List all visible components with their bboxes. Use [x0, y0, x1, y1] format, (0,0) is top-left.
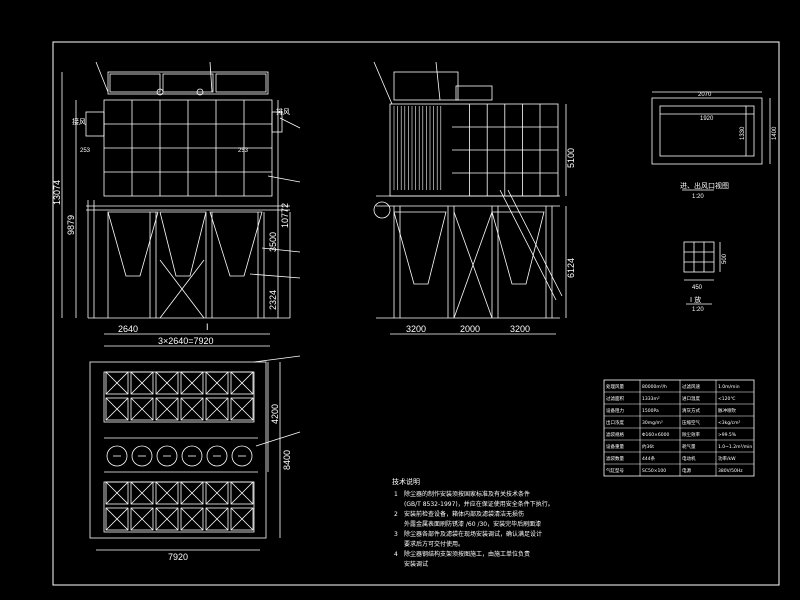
spec-cell: 压缩空气 [682, 419, 700, 426]
top-dim-width: 7920 [168, 552, 188, 562]
dim-bottom-total: 3×2640=7920 [158, 336, 214, 346]
spec-cell: 设备重量 [606, 443, 624, 450]
spec-cell: 除尘效率 [682, 431, 700, 438]
top-view [89, 355, 301, 551]
detail-a-outer: 2070 [698, 92, 712, 98]
spec-cell: >99.5% [718, 432, 737, 438]
dim-253-left: 253 [80, 148, 91, 154]
dim-right-2324: 2324 [268, 290, 278, 310]
side-dim-left: 3200 [406, 324, 426, 334]
note-number: 2 [394, 511, 398, 518]
drawing-border [52, 41, 780, 586]
spec-cell: 过滤面积 [606, 395, 624, 402]
detail-a [651, 91, 771, 191]
note-text: (GB/T 8532-1997)，并应在保证使用安全条件下执行。 [404, 500, 554, 508]
spec-cell: 1333m² [642, 396, 660, 402]
note-text: 除尘器各部件及滤袋在现场安装调试，确认满足设计 [404, 530, 542, 538]
spec-cell: 清灰方式 [682, 407, 700, 414]
section-mark-i: I [206, 322, 209, 332]
front-view-text: 接风 排风 253 253 13074 9879 10772 3500 2324… [52, 107, 290, 346]
spec-cell: 380V/50Hz [718, 468, 743, 474]
note-text: 安装前检查设备，箱体内部及滤袋清洁无损伤 [404, 510, 524, 518]
spec-cell: 脉冲喷吹 [718, 407, 736, 414]
front-view [61, 61, 301, 347]
side-view-text: 3200 2000 3200 5100 6124 [406, 148, 576, 334]
dim-height-mid: 9879 [66, 215, 76, 235]
top-dim-total: 8400 [282, 450, 292, 470]
detail-a-side-inner: 1330 [740, 126, 746, 140]
spec-cell: 过滤风速 [682, 383, 700, 390]
top-dim-upper: 4200 [270, 404, 280, 424]
note-text: 除尘器钢结构支架须按图施工，由施工单位负责 [404, 550, 530, 558]
detail-a-inner: 1920 [700, 116, 714, 122]
dim-bottom-2640: 2640 [118, 324, 138, 334]
top-view-text: 7920 4200 8400 [168, 404, 292, 562]
spec-cell: 1.0~1.2m³/min [718, 444, 752, 450]
detail-b-side: 500 [722, 253, 728, 264]
side-dim-upper: 5100 [566, 148, 576, 168]
note-text: 安装调试 [404, 560, 428, 568]
spec-cell: 80000m³/h [642, 384, 667, 390]
spec-cell: <120℃ [718, 396, 735, 402]
spec-cell: 电动机 [682, 455, 696, 462]
spec-cell: 耗气量 [682, 443, 696, 450]
detail-b-text: 500 450 I 放 1:20 [690, 253, 728, 313]
spec-cell: 出口浓度 [606, 419, 624, 426]
dim-right-10772: 10772 [280, 203, 290, 228]
spec-cell: 444条 [642, 455, 656, 462]
detail-a-scale: 1:20 [692, 194, 704, 200]
note-number: 4 [394, 551, 398, 558]
spec-cell: 1500Pa [642, 408, 659, 414]
spec-cell: SC50×100 [642, 468, 666, 474]
dim-253-right: 253 [238, 148, 249, 154]
note-text: 要求后方可交付使用。 [404, 540, 464, 548]
dim-right-3500: 3500 [268, 232, 278, 252]
detail-b-scale: 1:20 [692, 307, 704, 313]
note-text: 除尘器的制作安装须按国家标准及有关技术条件 [404, 490, 530, 498]
spec-cell: 电源 [682, 467, 691, 474]
side-view [373, 61, 567, 335]
outlet-label: 排风 [276, 107, 290, 116]
spec-cell: Φ160×6000 [642, 432, 669, 438]
note-number: 1 [394, 491, 398, 498]
spec-cell: 滤袋规格 [606, 431, 624, 438]
spec-cell: <3kg/cm² [718, 420, 740, 426]
spec-table: 处理风量 80000m³/h 过滤风速 1.0m/min 过滤面积 1333m² 进口温度 <… [603, 379, 755, 477]
spec-cell: 30mg/m³ [642, 420, 663, 426]
dim-height-total: 13074 [52, 180, 62, 205]
side-dim-right: 3200 [510, 324, 530, 334]
side-dim-lower: 6124 [566, 258, 576, 278]
detail-a-text: 2070 1920 1330 1400 进、出风口视图 1:20 [680, 92, 778, 200]
spec-cell: 1.0m/min [718, 384, 740, 390]
detail-b-caption: I 放 [690, 295, 701, 304]
spec-cell: 设备阻力 [606, 407, 624, 414]
side-dim-mid: 2000 [460, 324, 480, 334]
technical-notes: 技术说明 1 除尘器的制作安装须按国家标准及有关技术条件 (GB/T 8532-19… [392, 477, 554, 568]
spec-cell: 约36t [642, 443, 654, 450]
spec-cell: 气缸型号 [606, 467, 624, 474]
inlet-label: 接风 [72, 117, 86, 126]
spec-cell: 滤袋数量 [606, 455, 624, 462]
detail-b [683, 241, 721, 305]
note-text: 外露金属表面刷防锈漆 /60 /30，安装完毕后刷面漆 [404, 520, 541, 528]
detail-b-bottom: 450 [692, 285, 703, 291]
note-number: 3 [394, 531, 398, 538]
detail-a-side-outer: 1400 [772, 126, 778, 140]
detail-a-caption: 进、出风口视图 [680, 181, 729, 190]
spec-cell: 进口温度 [682, 395, 700, 402]
spec-cell: 功率/kW [718, 455, 736, 462]
spec-cell: 处理风量 [606, 383, 624, 390]
notes-title: 技术说明 [392, 477, 420, 486]
